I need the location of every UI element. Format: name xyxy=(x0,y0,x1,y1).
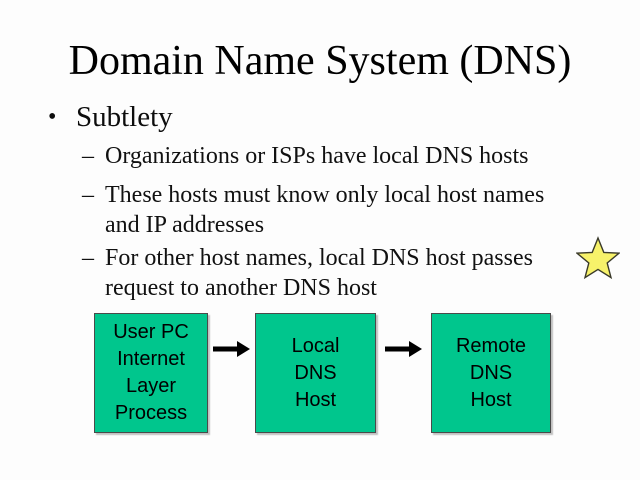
sub-bullet-label-1: Organizations or ISPs have local DNS hos… xyxy=(105,143,529,169)
flow-box-line: DNS xyxy=(294,361,337,384)
sub-bullet-item-3: – For other host names, local DNS host p… xyxy=(82,243,582,303)
dash-marker-icon: – xyxy=(82,182,94,208)
flow-box-line: User PC xyxy=(113,321,189,343)
flow-box-line: DNS xyxy=(469,361,513,384)
bullet-item-subtlety: • Subtlety xyxy=(48,100,173,134)
arrow-right-icon xyxy=(385,340,423,358)
sub-bullet-label-3: For other host names, local DNS host pas… xyxy=(105,245,533,301)
flow-box-line: Remote xyxy=(455,334,527,357)
flow-box-line: Layer xyxy=(125,375,177,397)
flow-box-line: Internet xyxy=(117,348,185,370)
flow-box-line: Local xyxy=(291,334,340,357)
flow-box-remote-dns: Remote DNS Host xyxy=(431,313,551,433)
flow-box-line: Host xyxy=(470,388,512,411)
bullet-marker-icon: • xyxy=(48,104,57,130)
bullet-label: Subtlety xyxy=(76,101,173,133)
arrow-right-icon xyxy=(213,340,251,358)
flow-box-user-pc: User PC Internet Layer Process xyxy=(94,313,208,433)
flow-box-line: Process xyxy=(114,402,188,424)
dash-marker-icon: – xyxy=(82,245,94,271)
sub-bullet-item-2: – These hosts must know only local host … xyxy=(82,180,582,240)
page-title: Domain Name System (DNS) xyxy=(68,38,572,84)
sub-bullet-item-1: – Organizations or ISPs have local DNS h… xyxy=(82,141,582,171)
flow-box-local-dns: Local DNS Host xyxy=(255,313,376,433)
sub-bullet-label-2: These hosts must know only local host na… xyxy=(105,182,545,238)
dash-marker-icon: – xyxy=(82,143,94,169)
star-icon xyxy=(575,236,621,280)
flow-box-line: Host xyxy=(294,388,337,411)
